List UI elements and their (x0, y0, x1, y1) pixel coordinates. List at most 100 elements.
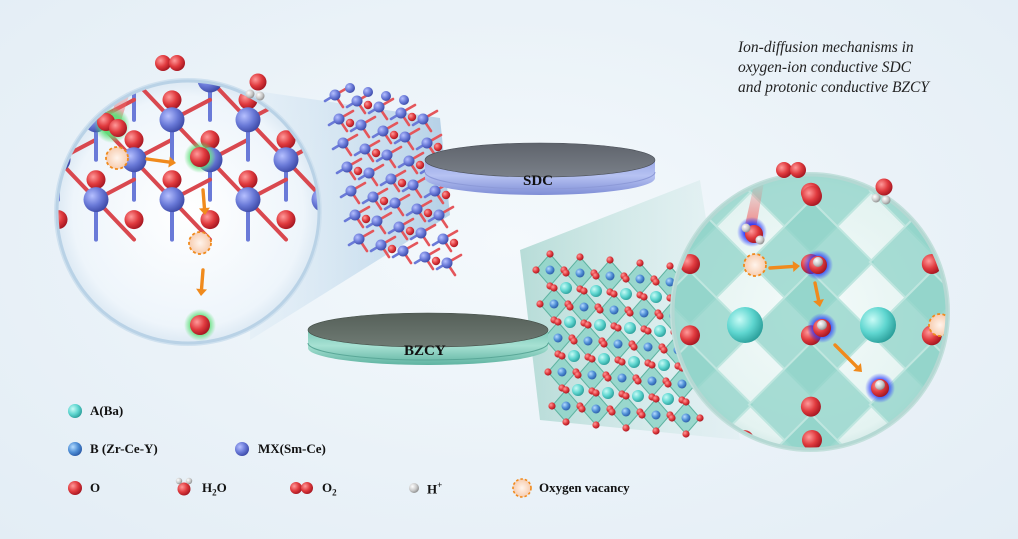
legend-proton-icon (409, 483, 419, 493)
sdc-cation (345, 185, 357, 197)
bzcy-oxygen (584, 321, 592, 329)
migrating-oxygen (190, 147, 210, 167)
water-molecule-hydrogen (245, 89, 255, 99)
bzcy-oxygen (592, 389, 600, 397)
bzcy-oxygen (696, 414, 704, 422)
bzcy-oxygen (536, 300, 544, 308)
bzcy-b-site (587, 370, 597, 380)
bzcy-b-site (605, 271, 615, 281)
lattice-mx-cation (159, 187, 185, 213)
bzcy-a-site (632, 390, 644, 402)
title-line-3: and protonic conductive BZCY (738, 79, 930, 96)
bzcy-oxygen (606, 256, 614, 264)
bzcy-oxygen (618, 358, 626, 366)
oxygen-vacancy (743, 253, 767, 277)
lattice-oxygen (49, 51, 68, 70)
o2-molecule-atom (776, 162, 792, 178)
sdc-cation (377, 125, 389, 137)
sdc-cation (373, 101, 385, 113)
lattice-oxygen (315, 11, 334, 30)
lattice-oxygen (802, 186, 822, 206)
sdc-oxygen (407, 112, 417, 122)
sdc-cation (375, 239, 387, 251)
lattice-oxygen (124, 130, 144, 150)
sdc-oxygen (361, 214, 371, 224)
sdc-oxygen (423, 208, 433, 218)
lattice-mx-cation (273, 147, 299, 173)
sdc-cation (419, 251, 431, 263)
bzcy-oxygen (566, 303, 574, 311)
legend-oxygen-vacancy-icon (512, 478, 532, 498)
bzcy-oxygen (634, 377, 642, 385)
lattice-mx-cation (8, 107, 33, 132)
migration-arrow (833, 343, 862, 372)
lattice-mx-cation (56, 80, 71, 93)
lattice-mx-cation (312, 28, 337, 53)
lattice-oxygen (276, 210, 296, 230)
bzcy-b-site (677, 379, 687, 389)
sdc-oxygen (371, 148, 381, 158)
bzcy-oxygen (578, 405, 586, 413)
lattice-mx-cation (197, 80, 223, 93)
bzcy-oxygen (622, 424, 630, 432)
bzcy-oxygen (656, 312, 664, 320)
lattice-oxygen (87, 11, 106, 30)
bzcy-a-site (564, 316, 576, 328)
lattice-oxygen (11, 170, 30, 189)
bzcy-oxygen (622, 275, 630, 283)
sdc-cation (355, 119, 367, 131)
sdc-cation (371, 215, 383, 227)
water-molecule-oxygen (249, 73, 267, 91)
bzcy-oxygen (682, 398, 690, 406)
legend-mx-smce-label: MX(Sm-Ce) (258, 441, 326, 456)
bzcy-a-site (650, 291, 662, 303)
sdc-oxygen (345, 118, 355, 128)
bzcy-a-site (594, 319, 606, 331)
sdc-oxygen (353, 166, 363, 176)
sdc-cation (433, 209, 445, 221)
bzcy-b-site (549, 299, 559, 309)
lattice-oxygen (238, 170, 258, 190)
lattice-oxygen (201, 51, 220, 70)
bzcy-oxygen (574, 371, 582, 379)
bzcy-a-site (654, 325, 666, 337)
octahedron-face (507, 414, 631, 538)
lattice-mx-cation (274, 0, 299, 13)
bzcy-oxygen (668, 414, 676, 422)
sdc-oxygen (387, 244, 397, 254)
lattice-oxygen (277, 51, 296, 70)
sdc-cation (329, 89, 341, 101)
lattice-oxygen (86, 90, 106, 110)
octahedron-face (991, 271, 1018, 395)
bzcy-oxygen (596, 306, 604, 314)
bzcy-crystal-structure (532, 250, 704, 438)
bzcy-a-site (662, 393, 674, 405)
adsorbed-o2-atom (109, 119, 127, 137)
bzcy-oxygen (652, 427, 660, 435)
bzcy-a-site (598, 353, 610, 365)
bzcy-disk (307, 312, 549, 365)
legend-o2-label: O2 (322, 480, 337, 498)
bzcy-oxygen (644, 327, 652, 335)
legend-water-icon (175, 477, 193, 496)
proton (817, 320, 827, 330)
bzcy-oxygen (652, 395, 660, 403)
bzcy-a-site (628, 356, 640, 368)
lattice-mx-cation (235, 107, 261, 133)
bzcy-oxygen (592, 272, 600, 280)
sdc-cation (381, 91, 391, 101)
migration-arrow (768, 260, 800, 272)
bzcy-b-site (557, 367, 567, 377)
water-molecule-oxygen (875, 178, 893, 196)
migration-arrow (813, 281, 824, 307)
sdc-oxygen (397, 178, 407, 188)
title-line-1: Ion-diffusion mechanisms in (738, 39, 914, 56)
lattice-oxygen (680, 325, 700, 346)
octahedron-face (991, 343, 1018, 467)
sdc-cation (403, 155, 415, 167)
bzcy-b-site (647, 376, 657, 386)
adsorbed-water-hydrogen (755, 235, 765, 245)
bzcy-a-site (560, 282, 572, 294)
bzcy-oxygen (640, 293, 648, 301)
